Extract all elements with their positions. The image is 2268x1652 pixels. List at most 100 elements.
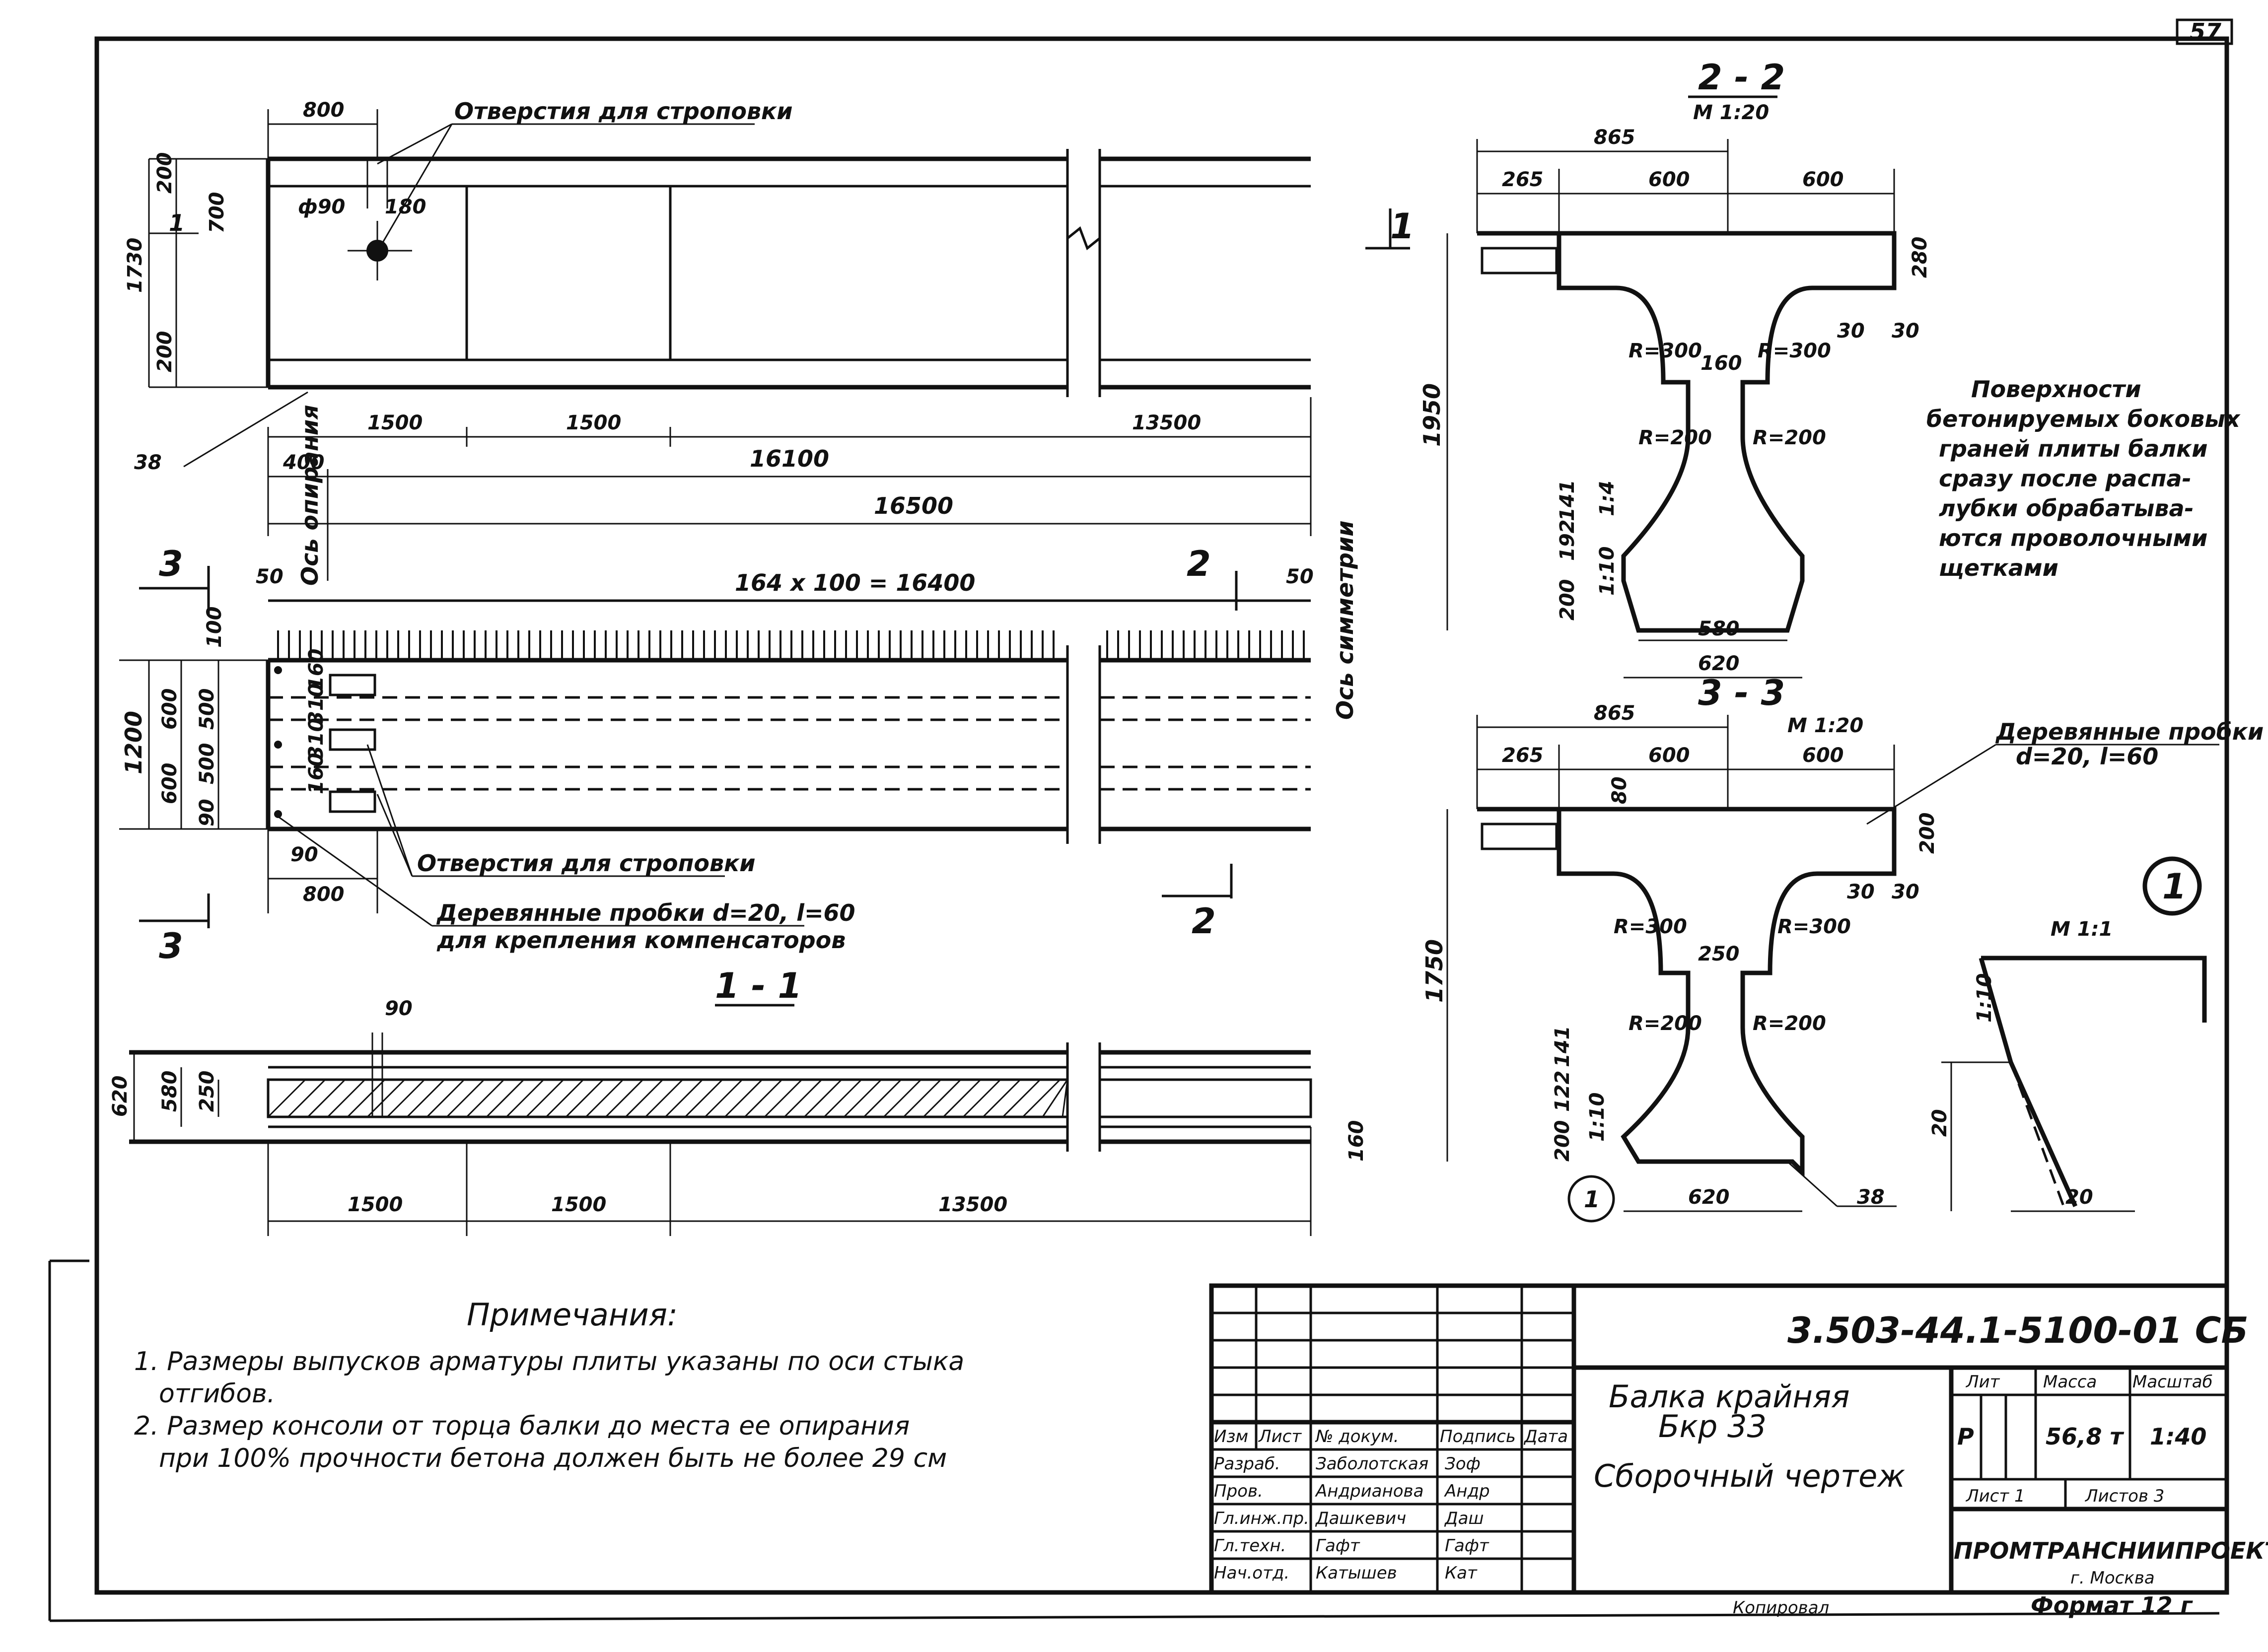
dim-plan-1730: 1730 (124, 238, 146, 293)
tb-title-3: Сборочный чертеж (1594, 1458, 1905, 1494)
tb-scale-header: Масштаб (2132, 1372, 2213, 1392)
hatch-line (684, 1079, 723, 1118)
dim-s11-13500: 13500 (938, 1193, 1007, 1216)
dim-s33-865: 865 (1594, 702, 1635, 725)
hatch-line (267, 1079, 306, 1118)
tb-name-2: Дашкевич (1315, 1509, 1406, 1528)
dim-s11-250: 250 (196, 1071, 218, 1112)
tb-role-1: Пров. (1214, 1481, 1263, 1501)
tb-sheets: Листов 3 (2084, 1486, 2164, 1506)
dim-s33-200: 200 (1916, 813, 1939, 854)
dim-s22-580: 580 (1698, 618, 1740, 640)
tb-name-0: Заболотская (1316, 1454, 1428, 1474)
axis-support-label: Ось опирания (296, 405, 323, 586)
dim-s33-80: 80 (1608, 776, 1631, 804)
dim-elev-500a: 500 (196, 688, 218, 730)
sheet-number: 57 (2190, 18, 2221, 45)
tb-col-sign: Подпись (1440, 1427, 1516, 1446)
dim-elev-50a: 50 (256, 565, 284, 588)
svg-text:Поверхности: Поверхности (1971, 376, 2141, 403)
stirrup-comb (268, 630, 1311, 662)
tb-col-list: Лист (1258, 1427, 1302, 1446)
hatch-line (724, 1079, 763, 1118)
hatch-line (744, 1079, 783, 1118)
hatch-line (942, 1079, 982, 1118)
dim-s33-122: 122 (1551, 1071, 1574, 1112)
svg-text:бетонируемых боковых: бетонируемых боковых (1926, 406, 2241, 432)
dim-s22-r300b: R=300 (1758, 340, 1831, 362)
tb-col-date: Дата (1523, 1427, 1568, 1446)
svg-text:граней плиты балки: граней плиты балки (1939, 435, 2208, 462)
dim-s33-30a: 30 (1847, 881, 1875, 903)
tb-name-4: Катышев (1316, 1563, 1397, 1583)
hatch-line (843, 1079, 882, 1118)
plan-cut-mark-left: 1 (169, 209, 185, 236)
dim-s22-620: 620 (1698, 652, 1740, 675)
hatch-line (366, 1079, 406, 1118)
elev-cut-mark-3-bottom: 3 (159, 926, 183, 966)
hatch-line (347, 1079, 386, 1118)
dim-plan-13500: 13500 (1132, 412, 1201, 434)
section-1-1-title: 1 - 1 (715, 965, 802, 1006)
dim-s22-600a: 600 (1648, 168, 1690, 191)
dim-plan-800: 800 (303, 99, 345, 122)
plan-view: 800 200 700 1730 200 ф90 180 1 Отверстия… (124, 98, 1415, 720)
title-block: Изм Лист № докум. Подпись Дата Разраб. З… (1209, 1283, 2268, 1595)
hatch-line (307, 1079, 346, 1118)
note-1-line-1: 1. Размеры выпусков арматуры плиты указа… (134, 1347, 964, 1377)
section-2-2-title: 2 - 2 (1698, 57, 1785, 98)
dim-elev-50b: 50 (1286, 565, 1314, 588)
dim-elev-500b: 500 (196, 743, 218, 785)
surface-treatment-note: Поверхности бетонируемых боковых граней … (1926, 376, 2241, 581)
section-3-3-outline (1477, 807, 1897, 1177)
dim-s33-38: 38 (1857, 1186, 1885, 1209)
detail-1-dim-20a: 20 (1928, 1109, 1951, 1137)
section-3-3-scale: М 1:20 (1787, 714, 1863, 737)
hatch-line (1022, 1079, 1061, 1118)
elev-cut-mark-2-bottom: 2 (1192, 901, 1216, 942)
section-2-2: 2 - 2 М 1:20 865 265 600 600 280 30 30 R… (1418, 57, 1931, 679)
hatch-line (446, 1079, 485, 1118)
section-3-3: 3 - 3 М 1:20 865 265 600 600 80 200 30 3… (1421, 673, 2264, 1223)
tb-title-1: Балка крайняя (1609, 1378, 1850, 1415)
tb-mass-value: 56,8 т (2046, 1423, 2125, 1450)
elev-plugs-label-2: для крепления компенсаторов (436, 927, 846, 954)
tb-lit-header: Лит (1965, 1372, 2000, 1392)
section-1-1: 1 - 1 90 620 580 250 160 1500 1500 13500 (109, 965, 1368, 1236)
dim-s33-r300b: R=300 (1777, 915, 1851, 938)
hatch-line (962, 1079, 1001, 1118)
dim-s22-1950: 1950 (1418, 383, 1445, 447)
dim-s22-30b: 30 (1892, 320, 1919, 343)
dim-s22-160: 160 (1701, 352, 1742, 375)
dim-s33-r300a: R=300 (1614, 915, 1687, 938)
svg-text:сразу после распа-: сразу после распа- (1939, 465, 2192, 492)
hatch-line (565, 1079, 604, 1118)
dim-s33-slope: 1:10 (1586, 1093, 1609, 1142)
section-2-2-outline (1477, 231, 1897, 633)
dim-s33-30b: 30 (1892, 881, 1919, 903)
dim-s33-600a: 600 (1648, 744, 1690, 767)
hatch-line (287, 1079, 326, 1118)
hatch-line (585, 1079, 624, 1118)
s33-plugs-label-1: Деревянные пробки (1995, 718, 2264, 745)
hatch-line (903, 1079, 942, 1118)
dim-s22-r200a: R=200 (1638, 426, 1712, 449)
tb-role-0: Разраб. (1214, 1454, 1280, 1474)
tb-role-3: Гл.техн. (1214, 1536, 1286, 1556)
dim-s22-141: 141 (1556, 480, 1579, 522)
detail-1-marker-circle (2142, 856, 2202, 916)
notes: Примечания: 1. Размеры выпусков арматуры… (134, 1297, 964, 1473)
dim-s11-620: 620 (109, 1076, 132, 1117)
hatch-line (327, 1079, 366, 1118)
hatch-line (1002, 1079, 1041, 1118)
tb-document-code: 3.503-44.1-5100-01 СБ (1787, 1309, 2248, 1351)
dim-s22-r200b: R=200 (1753, 426, 1826, 449)
hatch-line (644, 1079, 684, 1118)
dim-s22-200: 200 (1556, 579, 1579, 621)
sheet-frame (94, 36, 2229, 1595)
tb-name-1: Андрианова (1315, 1481, 1423, 1501)
elev-cut-mark-2-top: 2 (1187, 544, 1211, 584)
svg-text:ются проволочными: ются проволочными (1939, 525, 2207, 551)
dim-elev-800: 800 (303, 883, 345, 906)
dim-elev-stirrups: 164 x 100 = 16400 (735, 569, 975, 596)
